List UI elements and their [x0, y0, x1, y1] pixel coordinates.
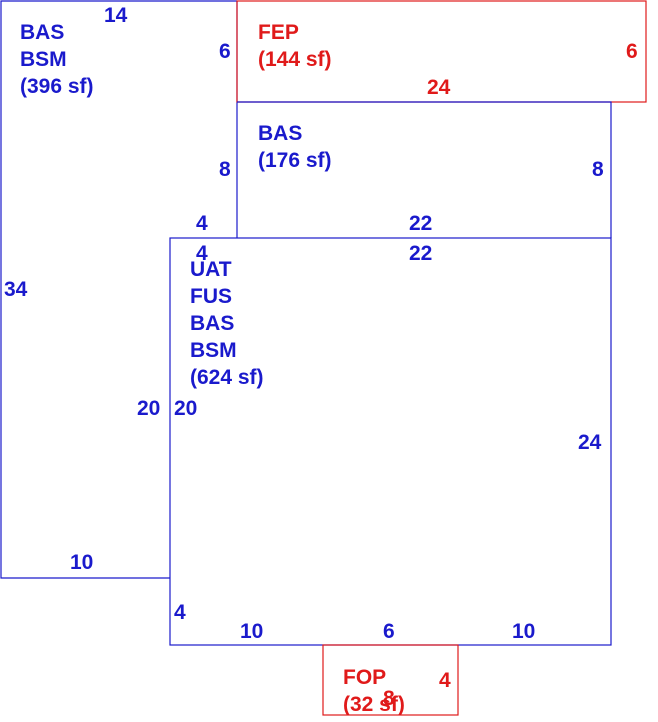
- dimension-left-step-a: 4: [196, 212, 208, 235]
- dimension-bas-upper-right: 8: [592, 158, 604, 181]
- dimension-left-top: 14: [104, 4, 128, 27]
- area-label-line: FEP: [258, 21, 299, 44]
- area-label-line: FOP: [343, 666, 386, 689]
- dimension-main-left-outer: 20: [137, 397, 160, 420]
- dimension-main-top: 22: [409, 242, 432, 265]
- dimension-fop-bottom: 8: [383, 687, 395, 710]
- area-label-main: UAT FUS BAS BSM (624 sf): [190, 258, 264, 389]
- area-label-line: (396 sf): [20, 75, 94, 98]
- dimension-fop-right: 4: [439, 669, 451, 692]
- area-label-line: (176 sf): [258, 149, 332, 172]
- area-label-line: (144 sf): [258, 48, 332, 71]
- dimension-left-step-b: 4: [196, 242, 208, 265]
- dimension-main-left-inner: 20: [174, 397, 197, 420]
- dimension-main-left-lower: 4: [174, 601, 186, 624]
- area-label-line: BSM: [190, 339, 237, 362]
- bas-upper-outline: [237, 101, 612, 238]
- area-label-line: (624 sf): [190, 366, 264, 389]
- dimension-main-right: 24: [578, 431, 602, 454]
- area-label-fep: FEP (144 sf): [258, 21, 332, 71]
- area-label-line: FUS: [190, 285, 232, 308]
- area-label-line: BAS: [190, 312, 234, 335]
- dimension-fep-bottom: 24: [427, 76, 451, 99]
- left-section-outline: [0, 0, 237, 579]
- area-label-line: UAT: [190, 258, 232, 281]
- area-label-line: BSM: [20, 48, 67, 71]
- dimension-left-inner-right-top: 6: [219, 40, 231, 63]
- dimension-main-bottom-mid: 6: [383, 620, 395, 643]
- dimension-left-side: 34: [4, 278, 28, 301]
- area-label-line: (32 sf): [343, 693, 405, 716]
- dimension-main-bottom-right: 10: [512, 620, 535, 643]
- fop-outline: [322, 644, 459, 716]
- dimension-left-bottom: 10: [70, 551, 93, 574]
- dimension-main-bottom-left: 10: [240, 620, 263, 643]
- main-section-outline: [169, 237, 612, 646]
- dimension-bas-upper-bottom: 22: [409, 212, 432, 235]
- area-label-line: BAS: [258, 122, 302, 145]
- dimension-left-inner-right-mid: 8: [219, 158, 231, 181]
- area-label-bas-upper: BAS (176 sf): [258, 122, 332, 172]
- dimension-fep-right: 6: [626, 40, 638, 63]
- area-label-line: BAS: [20, 21, 64, 44]
- area-label-bas-bsm-left: BAS BSM (396 sf): [20, 21, 94, 98]
- area-label-fop: FOP (32 sf): [343, 666, 405, 716]
